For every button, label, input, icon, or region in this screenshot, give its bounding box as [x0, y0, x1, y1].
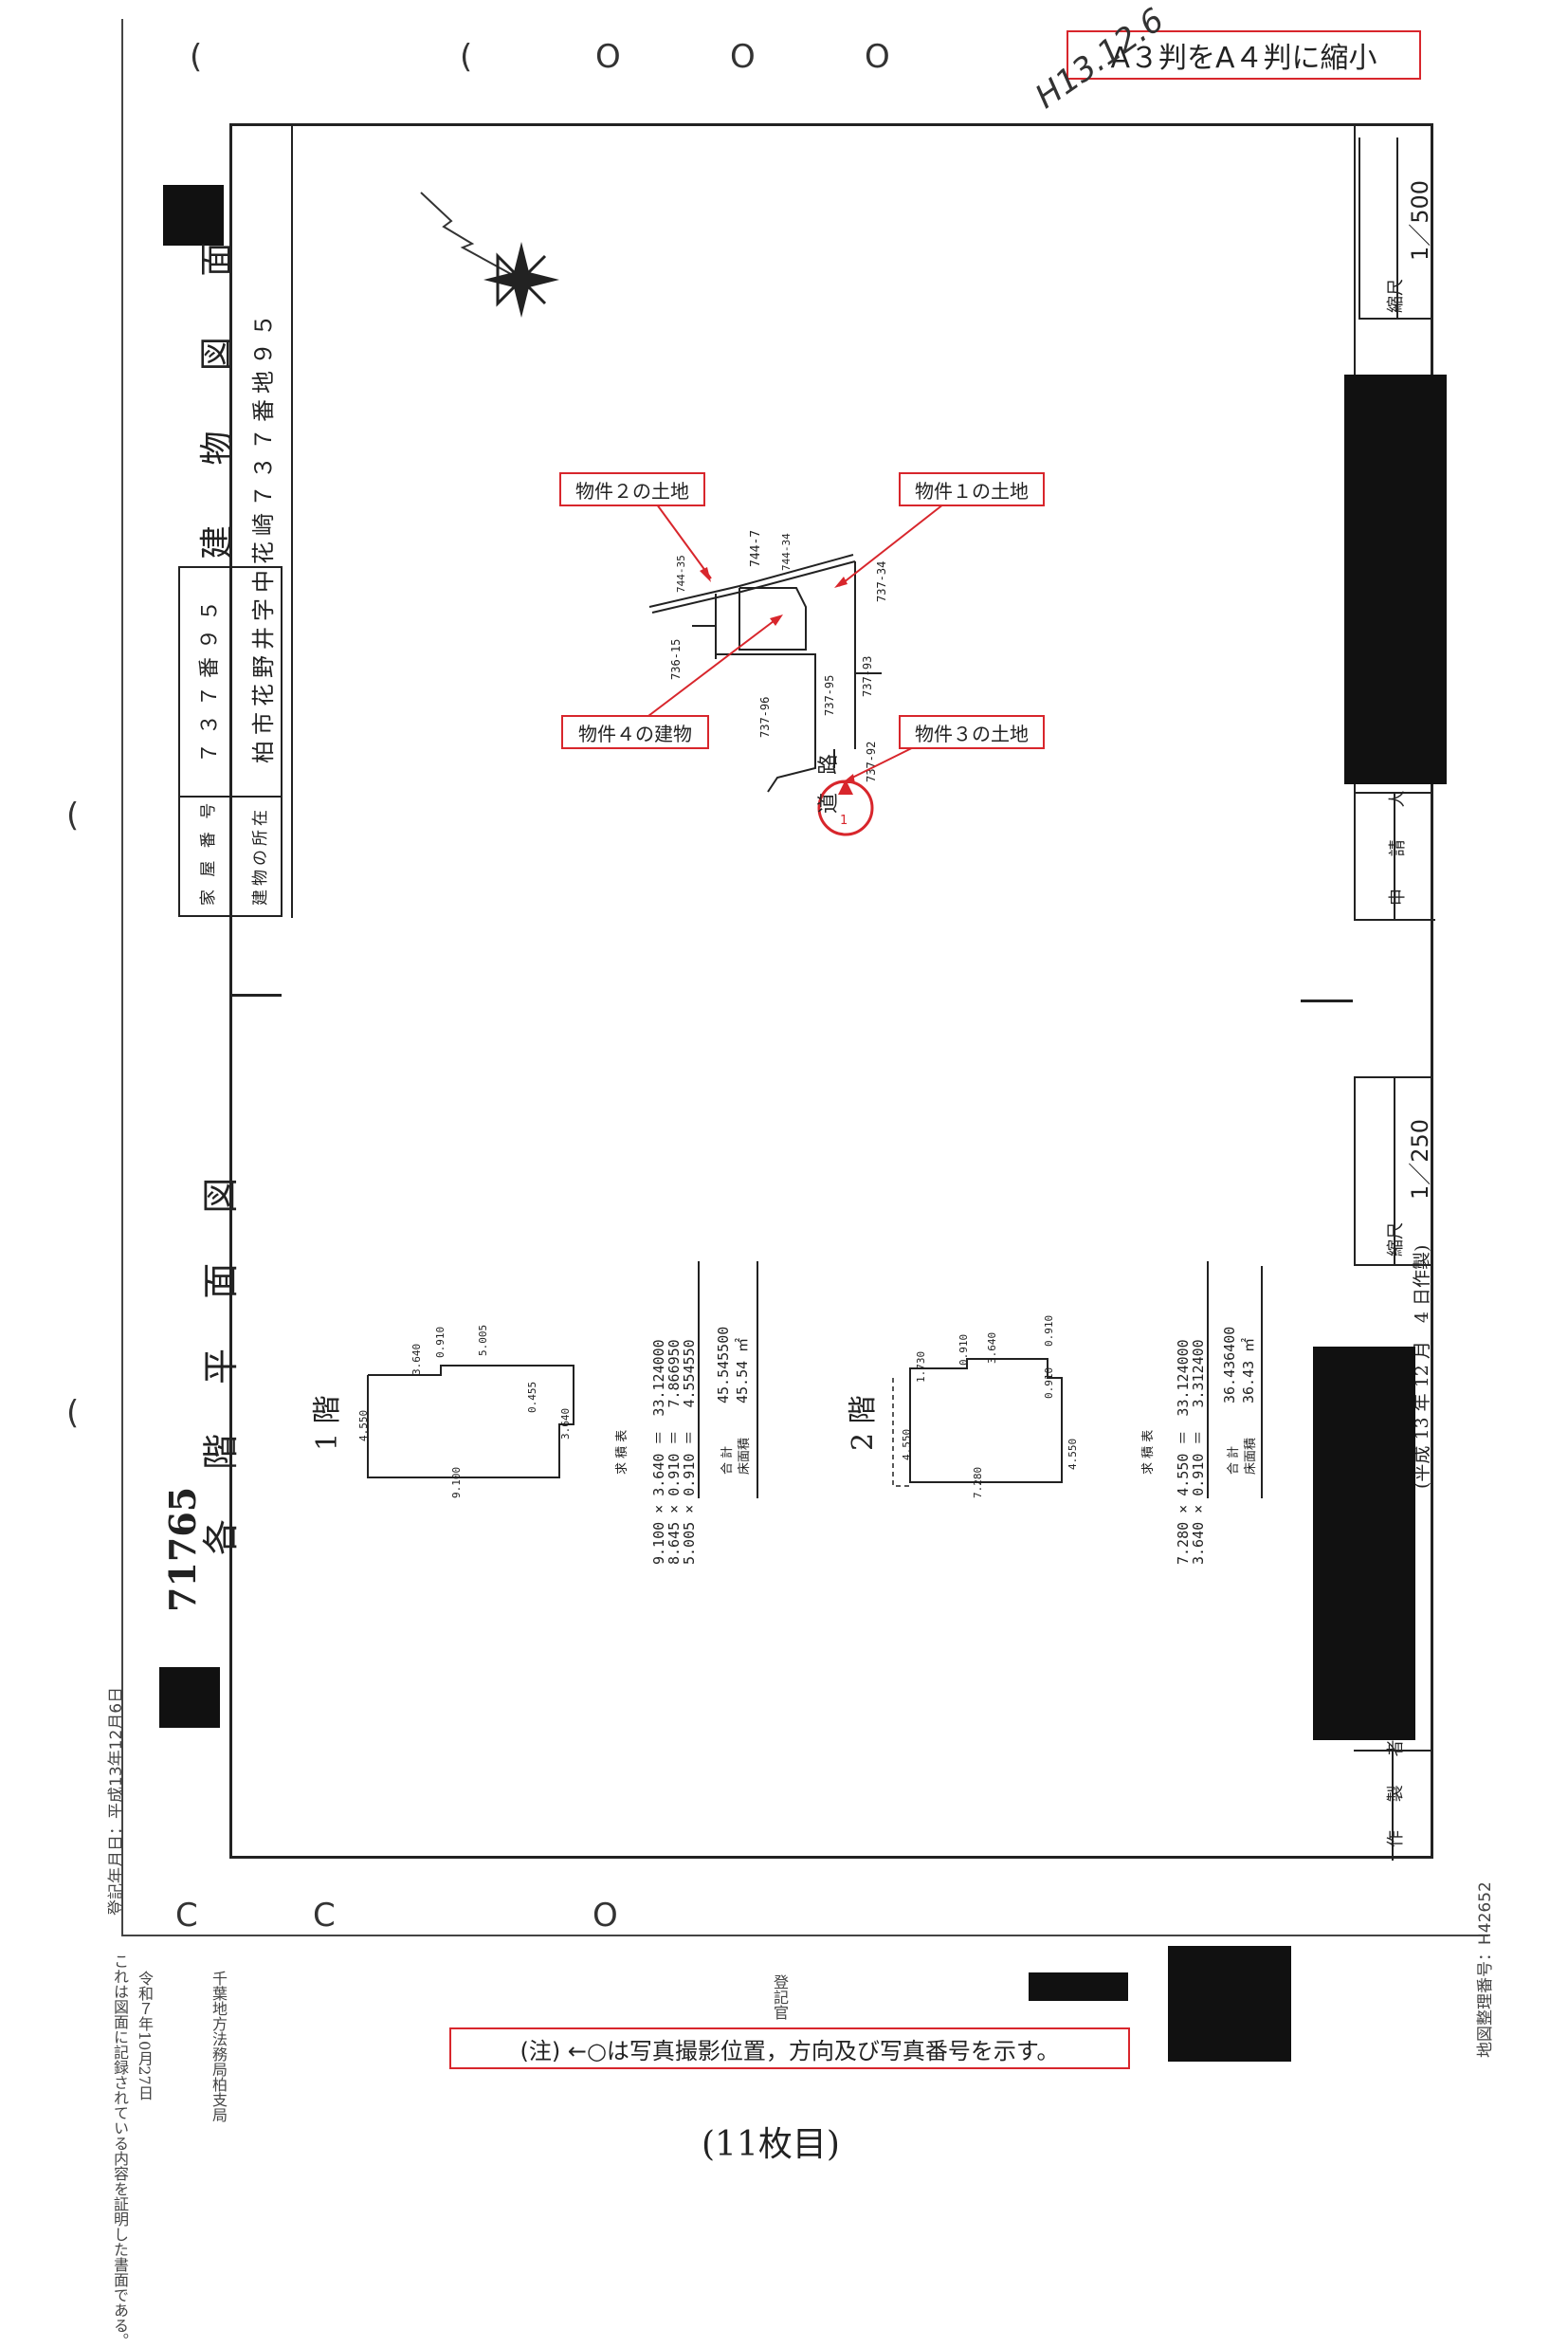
maker-label: 作 製 者: [1386, 1728, 1406, 1847]
page-number: (11枚目): [702, 2125, 840, 2164]
registration-date: 登記年月日：平成13年12月6日: [107, 1686, 126, 1916]
floor1-calc-title: 求 積 表: [615, 1429, 629, 1475]
redaction: [1313, 1347, 1415, 1740]
floor2-area: 36.43 ㎡: [1240, 1337, 1257, 1403]
certification-date: 令和７年10月27日: [136, 1971, 154, 2100]
dim: 3.640: [559, 1407, 572, 1440]
document-frame: [121, 19, 1488, 1936]
floor1-area-label: 床面積: [738, 1437, 752, 1475]
redaction: [1029, 1972, 1128, 2001]
dim: 4.550: [901, 1428, 913, 1460]
dim: 3.640: [986, 1331, 998, 1364]
floor1-area: 45.54 ㎡: [734, 1337, 751, 1403]
floor1-calc-row: 5.005 × 0.910 ＝ 4.554550: [681, 1339, 698, 1565]
floor1-label: 1 階: [311, 1395, 344, 1451]
floor2-total: 36.436400: [1221, 1326, 1238, 1403]
callout-property-3-land: 物件３の土地: [899, 715, 1045, 749]
certification-text: これは図面に記録されている内容を証明した書面である。: [111, 1954, 129, 2348]
calc-rule: [698, 1261, 700, 1498]
redaction: [1344, 375, 1447, 784]
reduction-notice: A３判をA４判に縮小: [1067, 30, 1421, 80]
registrar-label: 登記官: [771, 1974, 789, 2020]
issuing-office: 千葉地方法務局柏支局: [210, 1971, 228, 2122]
binder-hole: O: [730, 38, 756, 76]
site-plan: [635, 512, 920, 872]
dim: 4.550: [1067, 1438, 1079, 1470]
dim: 4.550: [357, 1409, 370, 1441]
dim: 3.640: [410, 1343, 423, 1375]
callout-leaders: [644, 500, 949, 783]
lower-title: 各 階 平 面 図: [200, 1158, 242, 1555]
binder-hole: C: [175, 1897, 198, 1935]
upper-scale-box: [1358, 138, 1431, 320]
redaction: [159, 1667, 220, 1728]
floor2-area-label: 床面積: [1244, 1437, 1258, 1475]
calc-rule: [1207, 1261, 1209, 1498]
floor1-total: 45.545500: [715, 1326, 732, 1403]
binder-hole: (: [66, 1394, 80, 1432]
upper-title-column: [232, 126, 293, 918]
photo-note: (注) ←○は写真撮影位置，方向及び写真番号を示す。: [449, 2027, 1130, 2069]
photo-marker: 1: [840, 814, 848, 828]
dim: 0.910: [957, 1333, 970, 1366]
maker-box: [1354, 1750, 1433, 1861]
binder-hole: (: [460, 38, 473, 76]
binder-hole: (: [190, 38, 203, 76]
map-number: 地図整理番号：H42652: [1476, 1881, 1495, 2058]
dim: 7.280: [972, 1466, 984, 1498]
lower-scale-box: [1354, 1076, 1433, 1266]
compass-icon: [417, 185, 569, 327]
callout-property-2-land: 物件２の土地: [559, 472, 705, 506]
dim: 9.100: [450, 1466, 463, 1498]
floor1-plan: [360, 1337, 588, 1489]
floor1-total-label: 合 計: [720, 1445, 735, 1475]
dim: 0.455: [526, 1381, 538, 1413]
frame-tick-left: [229, 994, 282, 997]
binder-hole: O: [595, 38, 621, 76]
redaction: [163, 185, 224, 246]
calc-rule: [757, 1261, 758, 1498]
binder-hole: (: [66, 797, 80, 835]
lower-scale: 1／250: [1407, 1118, 1433, 1200]
applicant-box: [1354, 792, 1433, 921]
lower-scale-label: 縮尺: [1386, 1222, 1406, 1257]
dim: 0.910: [434, 1326, 447, 1358]
floor2-label: 2 階: [847, 1395, 880, 1451]
dim: 1.730: [915, 1350, 927, 1383]
binder-hole: O: [865, 38, 890, 76]
floor2-plan: [882, 1342, 1090, 1494]
binder-hole: C: [313, 1897, 336, 1935]
calc-rule: [1261, 1266, 1263, 1498]
binder-hole: O: [593, 1897, 618, 1935]
floor2-calc-title: 求 積 表: [1141, 1429, 1156, 1475]
redaction: [1168, 1946, 1291, 2062]
drawing-frame: [229, 123, 1433, 1859]
callout-property-1-land: 物件１の土地: [899, 472, 1045, 506]
frame-tick-right: [1301, 1000, 1353, 1002]
floor2-total-label: 合 計: [1227, 1445, 1241, 1475]
dim: 0.910: [1043, 1314, 1055, 1347]
dim: 5.005: [477, 1324, 489, 1356]
dim: 0.910: [1043, 1367, 1055, 1399]
floor2-calc-row: 3.640 × 0.910 ＝ 3.312400: [1190, 1339, 1207, 1565]
house-info-table: [178, 566, 283, 917]
callout-property-4-building: 物件４の建物: [561, 715, 709, 749]
